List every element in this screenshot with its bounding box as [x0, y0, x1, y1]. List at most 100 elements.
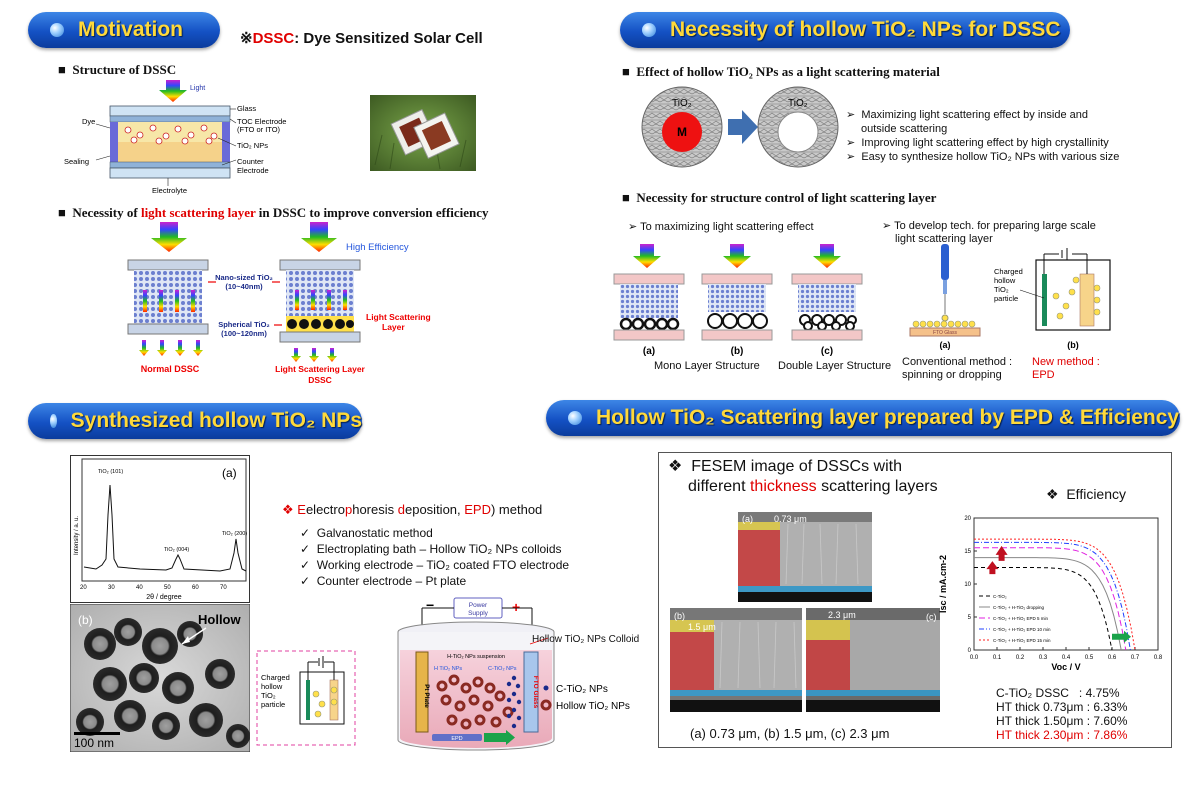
dye-label: Dye: [82, 117, 95, 126]
effect-bullet: ➢ Maximizing light scattering effect by …: [846, 109, 1088, 121]
dssc-note: ※DSSC: Dye Sensitized Solar Cell: [240, 30, 483, 47]
y-tick-label: 5: [968, 615, 972, 621]
charged-3: TiO₂: [261, 691, 276, 700]
normal-dssc-label: Normal DSSC: [141, 364, 200, 374]
light-scattering-diagram: High Efficiency Nano-sized TiO₂ (10~40nm…: [127, 222, 431, 385]
charged-3: TiO₂: [994, 285, 1009, 294]
power-label-2: Supply: [468, 610, 489, 617]
effect-bullet: outside scattering: [861, 123, 948, 135]
jsc-increase-arrow: [995, 545, 1008, 561]
check-item: ✓ Electroplating bath – Hollow TiO₂ NPs …: [300, 542, 562, 556]
develop-note: ➢ To develop tech. for preparing large s…: [882, 220, 1096, 245]
lsl-label-2: Layer: [382, 322, 405, 332]
xrd-ylabel: Intensity / a. u.: [74, 516, 80, 555]
y-tick-label: 10: [964, 582, 971, 588]
hollow-label: Hollow: [198, 612, 241, 627]
effect-bullets: ➢ Maximizing light scattering effect by …: [846, 108, 1146, 164]
minus-sign: −: [426, 597, 434, 613]
result-row: HT thick 1.50μm : 7.60%: [996, 714, 1128, 728]
m-label: M: [677, 125, 687, 139]
legend-ctio2: C-TiO₂ NPs: [556, 684, 608, 695]
synth-title: Synthesized hollow TiO₂ NPs: [70, 409, 362, 432]
check-item: ✓ Galvanostatic method: [300, 526, 433, 540]
y-tick-label: 15: [964, 549, 971, 555]
legend-label: C-TiO₂ + H-TiO₂ dropping: [993, 605, 1045, 610]
jv-series-line: [974, 547, 1127, 651]
charged-particle-box: Charged hollow TiO₂ particle: [256, 650, 356, 746]
counter2-label: Electrode: [237, 166, 269, 175]
hollow-title: Hollow TiO₂ Scattering layer prepared by…: [596, 406, 1180, 429]
double-layer-label: Double Layer Structure: [778, 360, 892, 372]
effect-bullet: ➢ Improving light scattering effect by h…: [846, 137, 1109, 149]
power-label-1: Power: [469, 602, 488, 609]
sem-image-c: 2.3 μm (c): [806, 608, 940, 712]
epd-methods-diagram: FTO Glass (a) Charged hollow TiO₂ partic…: [909, 244, 1111, 350]
xtick: 30: [108, 585, 115, 591]
epd-arrow-label: EPD: [451, 736, 462, 742]
voc-increase-arrow: [1112, 630, 1131, 643]
sem-a-thickness: 0.73 μm: [774, 514, 807, 524]
jv-series-line: [974, 538, 1136, 651]
sem-image-b: (b) 1.5 μm: [670, 608, 802, 712]
peak-004: TiO₂ (004): [164, 547, 189, 553]
xtick: 70: [220, 585, 227, 591]
sem-c-thickness: 2.3 μm: [828, 610, 856, 620]
xrd-panel-label: (a): [222, 466, 237, 480]
jv-series-line: [974, 557, 1122, 651]
epd-panel-b-label: (b): [1067, 340, 1079, 350]
electrolyte-label: Electrolyte: [152, 186, 187, 195]
xtick: 40: [136, 585, 143, 591]
dssc-structure-diagram: Light Glass TOC Electrode (FTO or ITO) T…: [64, 80, 286, 195]
motivation-title-bar: Motivation: [28, 12, 220, 48]
xtick: 50: [164, 585, 171, 591]
fto-glass-label: FTO Glass: [933, 330, 958, 336]
check-item: ✓ Working electrode – TiO₂ coated FTO el…: [300, 558, 570, 572]
x-tick-label: 0.7: [1131, 655, 1140, 661]
lsl-label-1: Light Scattering: [366, 312, 431, 322]
peak-101: TiO₂ (101): [98, 469, 123, 475]
fesem-heading: ❖ FESEM image of DSSCs with different th…: [668, 458, 938, 495]
peak-200: TiO₂ (200): [222, 531, 247, 537]
legend-label: C-TiO₂ + H-TiO₂ EPD 5 min: [993, 616, 1049, 621]
sem-caption: (a) 0.73 μm, (b) 1.5 μm, (c) 2.3 μm: [690, 726, 890, 741]
synth-title-bar: Synthesized hollow TiO₂ NPs: [28, 403, 362, 439]
panel-b-label: (b): [731, 346, 744, 357]
htio2-label: H TiO₂ NPs: [434, 666, 462, 672]
spherical-label-1: Spherical TiO₂: [218, 320, 270, 329]
necessity-light-header: ■ Necessity of light scattering layer in…: [58, 205, 489, 220]
efficiency-results: C-TiO₂ DSSC : 4.75% HT thick 0.73μm : 6.…: [996, 686, 1127, 742]
effect-bullet: ➢ Easy to synthesize hollow TiO₂ NPs wit…: [846, 151, 1120, 163]
high-efficiency-label: High Efficiency: [346, 242, 409, 253]
jv-series-line: [974, 541, 1131, 651]
sem-b-label: (b): [674, 611, 685, 621]
legend-hollow: Hollow TiO₂ NPs: [556, 701, 630, 712]
x-tick-label: 0.6: [1108, 655, 1117, 661]
charged-4: particle: [994, 294, 1018, 303]
spherical-label-2: (100~120nm): [221, 329, 267, 338]
tio2-hollow-label: TiO₂: [788, 98, 808, 109]
panel-a-label: (a): [643, 346, 655, 357]
epd-method-heading: ❖ Eelectrophoresis deposition, EPD) meth…: [282, 502, 543, 517]
legend-label: C-TiO₂ + H-TiO₂ EPD 10 min: [993, 627, 1051, 632]
x-tick-label: 0.8: [1154, 655, 1163, 661]
bullet-orb-icon: [50, 23, 64, 37]
epd-beaker-diagram: Power Supply − + H-TiO₂ NPs suspension H…: [397, 597, 639, 751]
sem-a-label: (a): [742, 514, 753, 524]
toc-label: TOC Electrode: [237, 117, 286, 126]
tio2-label: TiO₂ NPs: [237, 141, 268, 150]
result-row: HT thick 2.30μm : 7.86%: [996, 728, 1128, 742]
charged-1: Charged: [994, 267, 1023, 276]
legend-label: C-TiO₂: [993, 594, 1007, 599]
maximize-note: ➢ To maximizing light scattering effect: [628, 221, 814, 233]
effect-header: ■ Effect of hollow TiO₂ NPs as a light s…: [622, 64, 940, 79]
structure-header: ■ Structure of DSSC: [58, 62, 177, 77]
hollow-title-bar: Hollow TiO₂ Scattering layer prepared by…: [546, 400, 1180, 436]
y-axis-label: Isc / mA.cm-2: [938, 555, 948, 613]
xrd-pattern-chart: (a) TiO₂ (101) TiO₂ (004) TiO₂ (200) Int…: [70, 455, 250, 603]
nano-label-1: Nano-sized TiO₂: [215, 273, 273, 282]
x-tick-label: 0.4: [1062, 655, 1071, 661]
charged-2: hollow: [261, 682, 283, 691]
sem-c-label: (c): [926, 612, 937, 622]
plus-sign: +: [512, 599, 520, 615]
